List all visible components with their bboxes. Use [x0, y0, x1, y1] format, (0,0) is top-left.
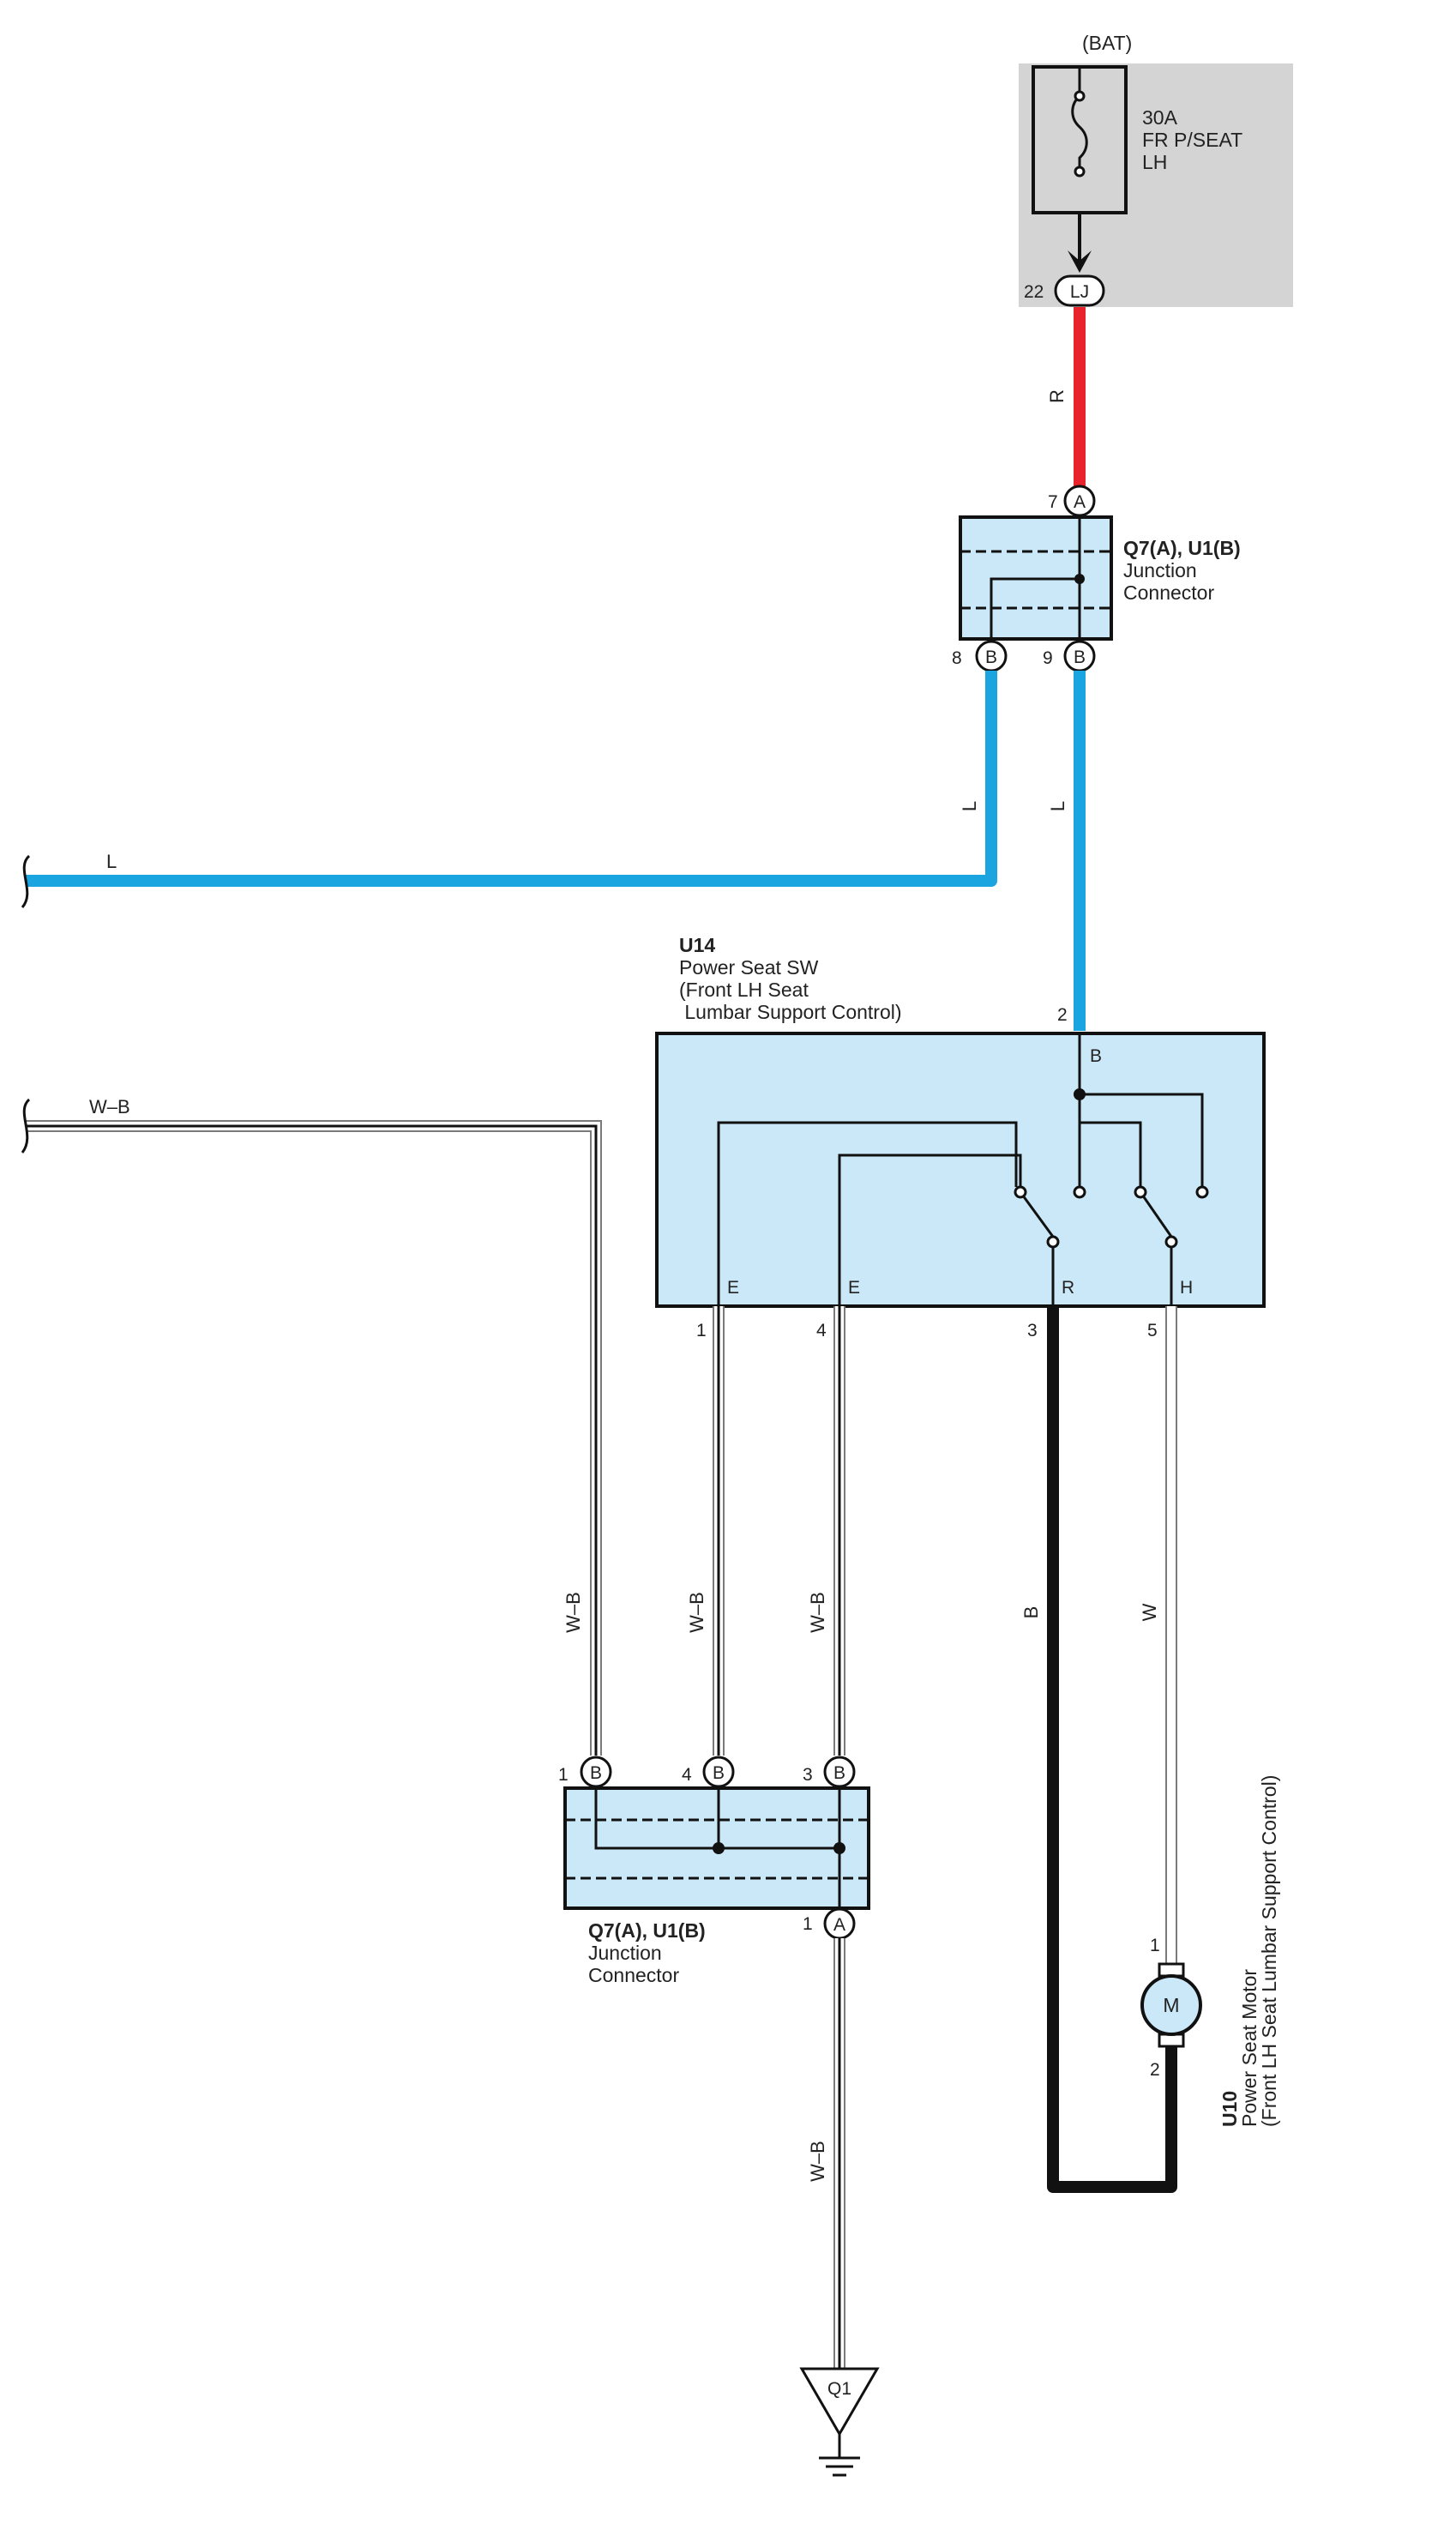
black-wire-label: B [1020, 1606, 1042, 1619]
jc-bottom-out-conn-code: A [833, 1915, 845, 1935]
blue-wire-left-run-label: L [106, 851, 117, 872]
jc-top-line3: Connector [1123, 581, 1214, 604]
switch-pin-5: 5 [1147, 1321, 1158, 1340]
jc-top-bus-branch [990, 577, 1080, 642]
wb-pin1-label: W–B [686, 1592, 707, 1633]
fuse-name-line2: LH [1142, 151, 1167, 173]
motor-pin-top: 1 [1150, 1936, 1160, 1955]
jc-top-splice-dot [1074, 574, 1085, 584]
ground-icon [799, 2367, 880, 2477]
jc-bottom-title: Q7(A), U1(B) [588, 1919, 706, 1942]
jc-bottom-in-conn-3-code: B [833, 1763, 845, 1783]
switch-terminal-e2: E [848, 1278, 860, 1298]
switch-name-line2: (Front LH Seat [679, 979, 809, 1001]
jc-top-out-conn-left-code: B [985, 648, 997, 667]
jc-bottom-splice-dot-1 [713, 1842, 725, 1854]
jc-bottom-in-conn-1-code: B [590, 1763, 602, 1783]
wire-break-l [21, 854, 31, 908]
jc-bottom-in-pin-3: 3 [803, 1765, 813, 1785]
switch-input-terminal: B [1090, 1046, 1102, 1066]
switch-name-line1: Power Seat SW [679, 956, 819, 979]
switch-contacts [1014, 1185, 1209, 1249]
fuse-icon [1071, 67, 1088, 178]
switch-terminal-h: H [1180, 1278, 1193, 1298]
jc-top-line2: Junction [1123, 559, 1197, 581]
switch-blade-h [1139, 1191, 1173, 1238]
jc-bottom-in-pin-4: 4 [682, 1765, 692, 1785]
jc-top-out-pin-left: 8 [952, 648, 962, 668]
switch-name-line3: Lumbar Support Control) [679, 1001, 902, 1023]
jc-top-in-conn-code: A [1074, 492, 1086, 512]
motor-name-line2: (Front LH Seat Lumbar Support Control) [1258, 1775, 1280, 2127]
motor-pin-bottom: 2 [1150, 2060, 1160, 2080]
switch-terminal-e1: E [727, 1278, 739, 1298]
jc-top-out-conn-right-code: B [1074, 648, 1086, 667]
motor-id: U10 [1218, 2091, 1241, 2127]
jc-top-in-pin: 7 [1048, 492, 1058, 512]
switch-pin-4: 4 [816, 1321, 827, 1340]
jc-bottom-splice-dot-2 [833, 1842, 845, 1854]
switch-pin-3: 3 [1027, 1321, 1038, 1340]
switch-splice-dot [1074, 1088, 1086, 1100]
fuse-rating: 30A [1142, 106, 1178, 129]
black-wire [1047, 1306, 1177, 2193]
fuse-connector-oval [1054, 274, 1105, 307]
blue-wire-right-label: L [1047, 801, 1068, 811]
jc-top-title: Q7(A), U1(B) [1123, 537, 1241, 559]
switch-input-pin: 2 [1057, 1005, 1068, 1025]
switch-pin-1: 1 [696, 1321, 707, 1340]
wb-wire-left-run [26, 1120, 602, 1756]
switch-blade-r [1019, 1191, 1055, 1238]
jc-bottom-line2: Junction [588, 1942, 662, 1964]
fuse-connector-arrow [1068, 250, 1092, 273]
fuse-pin-number: 22 [1024, 282, 1044, 302]
jc-top-out-pin-right: 9 [1043, 648, 1053, 668]
switch-terminal-r: R [1062, 1278, 1074, 1298]
jc-bottom-out-pin: 1 [803, 1914, 813, 1934]
jc-bottom-in-conn-4-code: B [713, 1763, 725, 1783]
blue-wire-left-label: L [959, 801, 980, 811]
motor-symbol: M [1163, 1994, 1179, 2016]
ground-label: Q1 [827, 2379, 851, 2399]
wire-break-wb [21, 1098, 31, 1154]
jc-bottom-line3: Connector [588, 1964, 679, 1986]
wb-left-vertical-label: W–B [563, 1592, 584, 1633]
battery-label: (BAT) [1082, 32, 1132, 54]
switch-internal-circuit [717, 1033, 1204, 1306]
fuse-connector-code: LJ [1070, 282, 1089, 302]
jc-bottom-in-pin-1: 1 [558, 1765, 569, 1785]
wb-left-run-label: W–B [89, 1096, 130, 1117]
power-seat-switch [655, 1032, 1266, 1308]
motor-icon [1140, 1962, 1202, 2048]
white-wire-label: W [1139, 1603, 1160, 1621]
red-wire-label: R [1046, 389, 1068, 403]
wb-pin4-label: W–B [807, 1592, 828, 1633]
motor-name-line1: Power Seat Motor [1238, 1969, 1260, 2127]
blue-wire-left [26, 671, 997, 887]
switch-id: U14 [679, 934, 715, 956]
fuse-name-line1: FR P/SEAT [1142, 129, 1242, 151]
wb-ground-label: W–B [807, 2141, 828, 2182]
